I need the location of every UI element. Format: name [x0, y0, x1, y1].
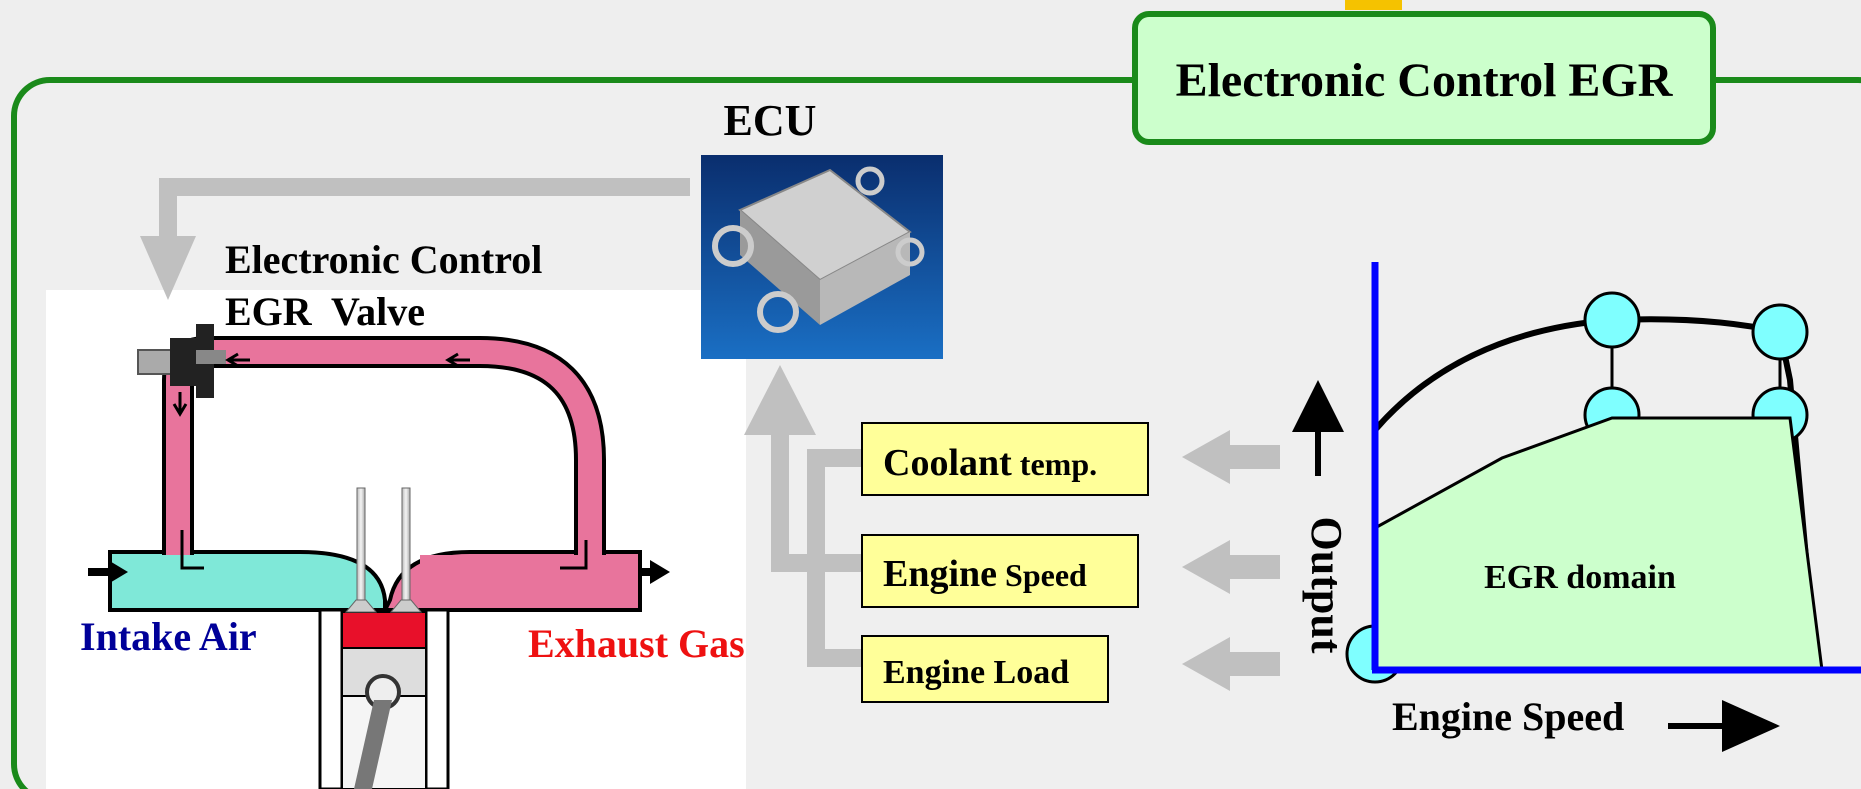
x-axis-label: Engine Speed	[1392, 694, 1624, 739]
egr-valve-actuator	[137, 324, 226, 398]
ecu-to-valve-arrow	[159, 178, 690, 238]
sensor-speed-main: Engine	[883, 553, 997, 595]
page-title: Electronic Control EGR	[1176, 54, 1674, 107]
exhaust-pipe-inner	[420, 555, 638, 607]
title-box	[1132, 11, 1716, 145]
flow-arrow-down	[172, 392, 188, 417]
engine-cylinder	[318, 487, 450, 789]
svg-text:Coolant temp.: Coolant temp.	[883, 442, 1097, 484]
sensor-to-ecu-arrowhead	[744, 365, 816, 435]
sensor-load-main: Engine Load	[883, 654, 1069, 691]
chart-to-sensor-arrows	[1182, 430, 1280, 691]
sensor-engine-load: Engine Load	[861, 635, 1109, 703]
top-tab-marker	[1345, 0, 1402, 10]
sensor-engine-speed: Engine Speed	[861, 534, 1139, 608]
intake-in-arrowhead	[108, 560, 128, 584]
intake-pipe-inner	[112, 555, 302, 607]
flow-arrow-exhaust-turn	[560, 540, 588, 570]
flow-arrow-intake-turn	[180, 530, 204, 570]
y-axis-label: Output	[1302, 517, 1351, 654]
y-axis-arrowhead	[1292, 380, 1344, 432]
sensor-coolant-main: Coolant	[883, 442, 1012, 484]
ecu-label: ECU	[724, 96, 817, 145]
ecu-to-valve-arrowhead	[140, 236, 196, 300]
egr-domain-label: EGR domain	[1484, 559, 1676, 596]
x-axis-arrowhead	[1722, 700, 1780, 752]
exhaust-gas-label: Exhaust Gas	[528, 621, 745, 666]
valve-label-line2: EGR Valve	[225, 289, 425, 334]
intake-air-label: Intake Air	[80, 614, 257, 659]
flow-arrow-top-right	[445, 352, 470, 368]
ecu-image	[701, 155, 943, 359]
map-node-upper-left	[1583, 291, 1641, 349]
exhaust-out-arrowhead	[650, 560, 670, 584]
sensor-coolant-sub: temp.	[1012, 446, 1097, 482]
egr-chart: EGR domain	[1345, 262, 1861, 684]
sensor-collector-line	[771, 430, 862, 667]
sensor-coolant-temp: Coolant temp.	[861, 422, 1149, 496]
sensor-speed-sub: Speed	[997, 557, 1087, 593]
flow-arrow-top-left	[225, 352, 250, 368]
svg-text:Engine Speed: Engine Speed	[883, 553, 1087, 595]
map-node-upper-right	[1751, 303, 1809, 361]
valve-label-line1: Electronic Control	[225, 237, 542, 282]
